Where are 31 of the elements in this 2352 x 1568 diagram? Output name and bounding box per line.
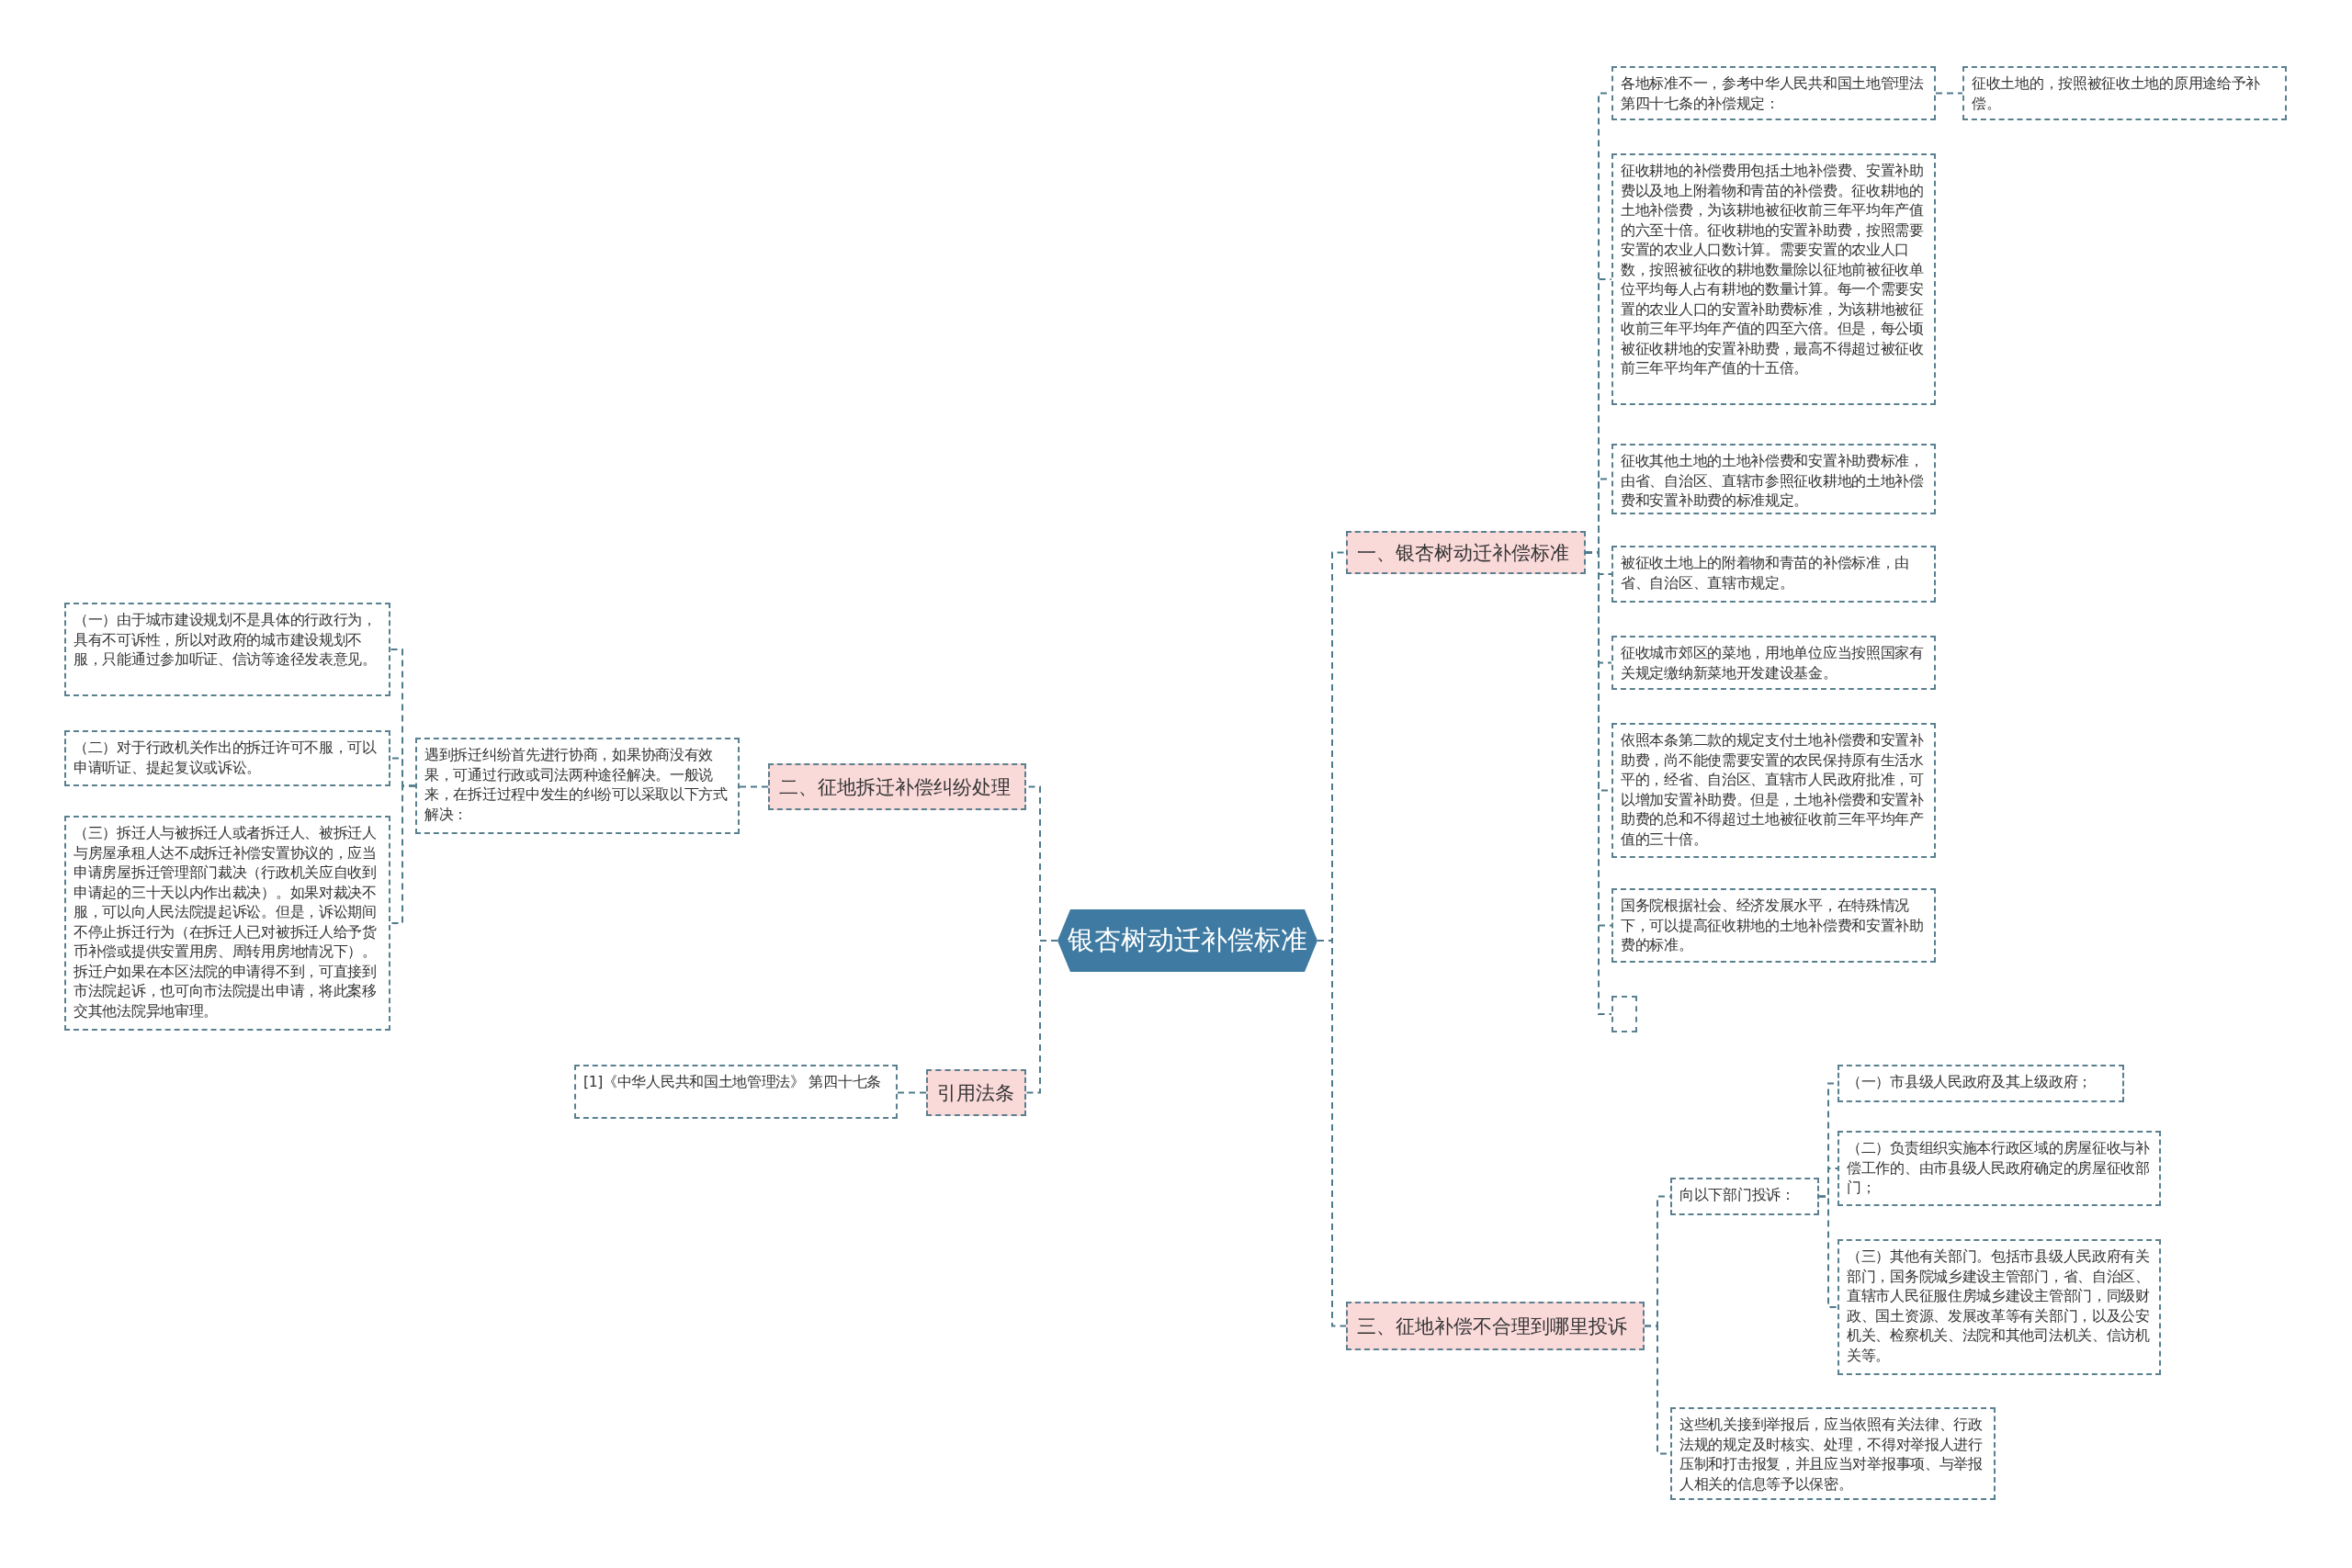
note-box: （一）由于城市建设规划不是具体的行政行为，具有不可诉性，所以对政府的城市建设规划不服，只能通过参加听证、信访等途径发表意见。 (64, 603, 390, 696)
note-box: （三）其他有关部门。包括市县级人民政府有关部门，国务院城乡建设主管部门，省、自治区、直辖市人民征服住房城乡建设主管部门，同级财政、国土资源、发展改革等有关部门，以及公安机关、检察机关、法院和其他司法机关、信访机关等。 (1838, 1239, 2161, 1375)
branch-box: 三、征地补偿不合理到哪里投诉 (1346, 1302, 1645, 1350)
branch-box: 引用法条 (926, 1069, 1026, 1116)
note-box: 征收其他土地的土地补偿费和安置补助费标准，由省、自治区、直辖市参照征收耕地的土地补偿费和安置补助费的标准规定。 (1611, 444, 1936, 514)
note-box: [1]《中华人民共和国土地管理法》 第四十七条 (574, 1065, 898, 1119)
topic-title: 银杏树动迁补偿标准 (1068, 923, 1307, 957)
note-box: （三）拆迁人与被拆迁人或者拆迁人、被拆迁人与房屋承租人达不成拆迁补偿安置协议的，应当申请房屋拆迁管理部门裁决（行政机关应自收到申请起的三十天以内作出裁决）。如果对裁决不服，可以向人民法院提起诉讼。但是，诉讼期间不停止拆迁行为（在拆迁人已对被拆迁人给予货币补偿或提供安置用房、周转用房地情况下）。拆迁户如果在本区法院的申请得不到，可直接到市法院起诉，也可向市法院提出申请，将此案移交其他法院异地审理。 (64, 816, 390, 1031)
connector-line (1025, 940, 1058, 1094)
connector-line (1935, 92, 1963, 95)
note-box: （一）市县级人民政府及其上级政府； (1838, 1065, 2124, 1102)
connector-line (897, 1091, 927, 1094)
note-box: 这些机关接到举报后，应当依照有关法律、行政法规的规定及时核实、处理，不得对举报人进行压制和打击报复，并且应当对举报事项、与举报人相关的信息等予以保密。 (1670, 1407, 1996, 1500)
note-box: 被征收土地上的附着物和青苗的补偿标准，由省、自治区、直辖市规定。 (1611, 546, 1936, 603)
note-box: 依照本条第二款的规定支付土地补偿费和安置补助费，尚不能使需要安置的农民保持原有生活水平的，经省、自治区、直辖市人民政府批准，可以增加安置补助费。但是，土地补偿费和安置补助费的总和不得超过土地被征收前三年平均年产值的三十倍。 (1611, 723, 1936, 858)
note-box: （二）负责组织实施本行政区域的房屋征收与补偿工作的、由市县级人民政府确定的房屋征收部门； (1838, 1131, 2161, 1206)
branch-box: 二、征地拆迁补偿纠纷处理 (768, 763, 1026, 810)
connector-line (739, 785, 769, 788)
topic-hexagon (1057, 909, 1317, 972)
note-box: （二）对于行政机关作出的拆迁许可不服，可以申请听证、提起复议或诉讼。 (64, 730, 390, 786)
note-box: 向以下部门投诉： (1670, 1178, 1819, 1215)
empty-box (1611, 996, 1637, 1032)
note-box: 各地标准不一，参考中华人民共和国土地管理法第四十七条的补偿规定： (1611, 66, 1936, 120)
connector-line (1818, 1195, 1838, 1308)
note-box: 国务院根据社会、经济发展水平，在特殊情况下，可以提高征收耕地的土地补偿费和安置补助费的标准。 (1611, 888, 1936, 963)
note-box: 遇到拆迁纠纷首先进行协商，如果协商没有效果，可通过行政或司法两种途径解决。一般说来，在拆迁过程中发生的纠纷可以采取以下方式解决： (415, 738, 740, 834)
note-box: 征收土地的，按照被征收土地的原用途给予补偿。 (1962, 66, 2287, 120)
connector-line (390, 784, 416, 924)
note-box: 征收耕地的补偿费用包括土地补偿费、安置补助费以及地上附着物和青苗的补偿费。征收耕地的土地补偿费，为该耕地被征收前三年平均年产值的六至十倍。征收耕地的安置补助费，按照需要安置的农业人口数计算。需要安置的农业人口数，按照被征收的耕地数量除以征地前被征收单位平均每人占有耕地的数量计算。每一个需要安置的农业人口的安置补助费标准，为该耕地被征收前三年平均年产值的四至六倍。但是，每公顷被征收耕地的安置补助费，最高不得超过被征收前三年平均年产值的十五倍。 (1611, 153, 1936, 405)
note-box: 征收城市郊区的菜地，用地单位应当按照国家有关规定缴纳新菜地开发建设基金。 (1611, 636, 1936, 690)
branch-box: 一、银杏树动迁补偿标准 (1346, 531, 1586, 574)
